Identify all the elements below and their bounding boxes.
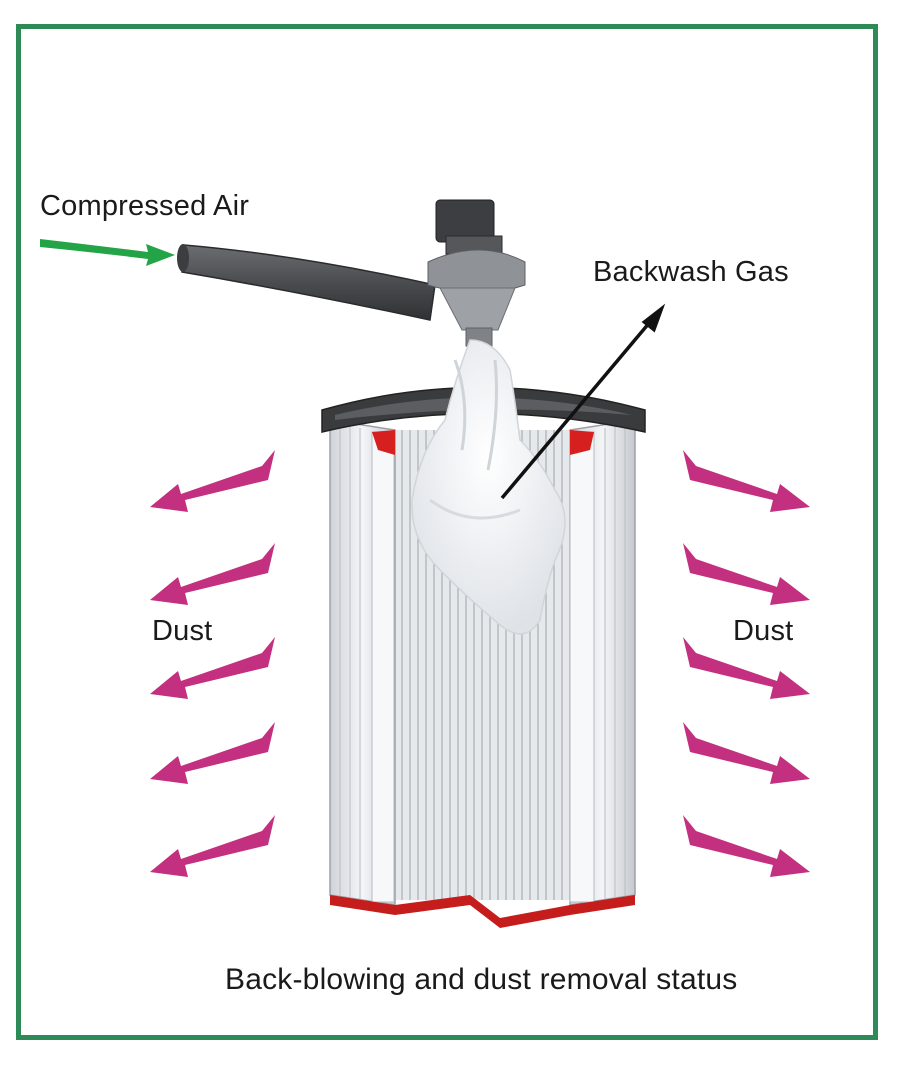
dust-arrow-icon [683, 637, 810, 699]
diagram-frame [16, 24, 878, 1040]
dust-arrow-icon [683, 450, 810, 512]
dust-arrow-icon [150, 543, 275, 605]
dust-arrow-icon [683, 815, 810, 877]
compressed-air-label: Compressed Air [40, 190, 250, 222]
dust-arrow-icon [150, 722, 275, 784]
dust-arrow-icon [150, 637, 275, 699]
diagram-caption: Back-blowing and dust removal status [225, 963, 738, 996]
air-arrow-icon [40, 239, 175, 266]
backwash-gas-label: Backwash Gas [593, 256, 789, 288]
dust-arrow-icon [683, 722, 810, 784]
dust-arrow-icon [150, 450, 275, 512]
dust-arrows-left [150, 450, 275, 877]
backwash-cloud [411, 339, 566, 635]
dust-arrows-right [683, 450, 810, 877]
dust-label-left: Dust [152, 615, 213, 647]
dust-arrow-icon [150, 815, 275, 877]
blow-pipe [177, 244, 436, 321]
backwash-arrow-icon [500, 303, 666, 500]
filter-gasket [372, 430, 395, 455]
dust-arrow-icon [683, 543, 810, 605]
dust-label-right: Dust [733, 615, 794, 647]
pulse-valve [427, 199, 526, 347]
